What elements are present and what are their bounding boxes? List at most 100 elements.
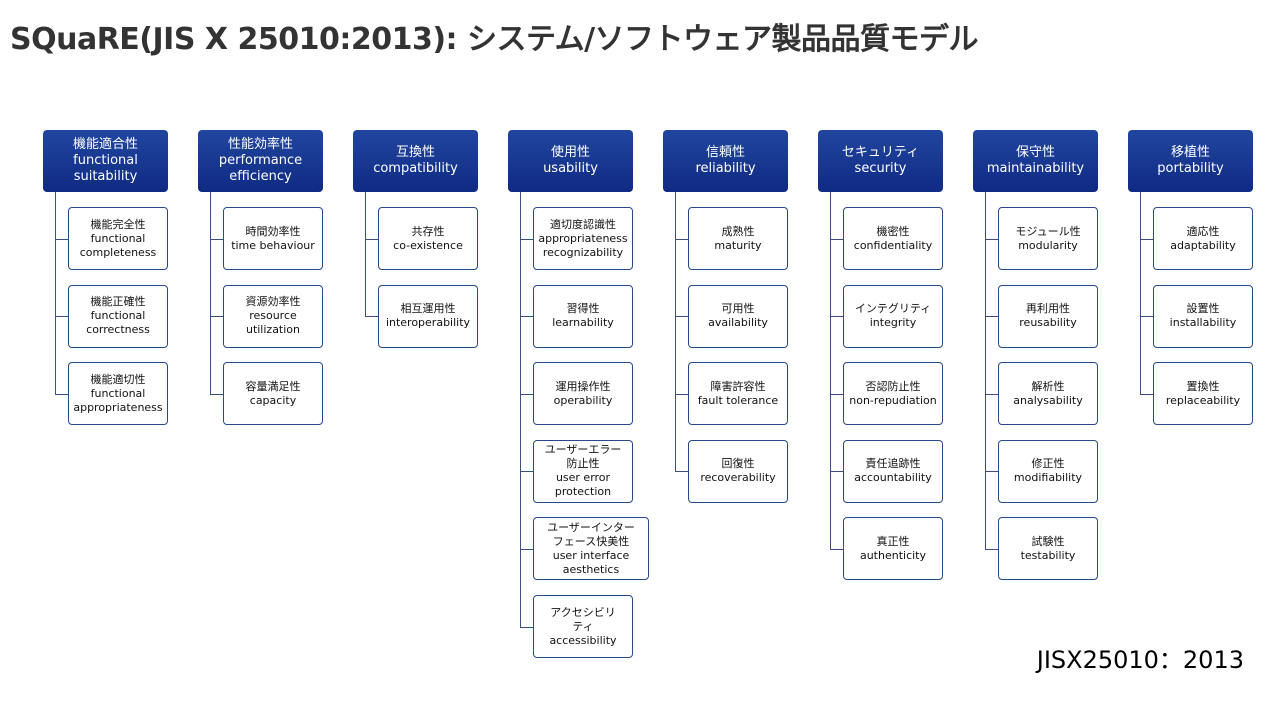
sub-characteristic-en: testability: [1020, 548, 1076, 562]
sub-characteristic-en: maturity: [714, 238, 762, 252]
sub-characteristic-ja: 可用性: [721, 302, 755, 316]
category-name-en: performance: [218, 153, 303, 168]
connector-branch: [830, 548, 843, 550]
sub-characteristic-en: completeness: [79, 245, 157, 259]
connector-branch: [210, 238, 223, 240]
connector-branch: [985, 238, 998, 240]
sub-characteristic-en: co-existence: [393, 238, 463, 252]
connector-branch: [55, 393, 68, 395]
category-name-ja: 機能適合性: [72, 137, 138, 152]
sub-characteristic-ja: 時間効率性: [245, 224, 301, 238]
sub-characteristic-en: functional: [90, 231, 146, 245]
sub-characteristic-en: capacity: [249, 393, 297, 407]
connector-branch: [520, 471, 533, 473]
connector-branch: [1140, 238, 1153, 240]
sub-characteristic-ja: 相互運用性: [400, 302, 456, 316]
sub-characteristic-en: protection: [554, 485, 612, 499]
sub-characteristic-ja: 資源効率性: [245, 295, 301, 309]
connector-branch: [520, 626, 533, 628]
connector-branch: [675, 238, 688, 240]
sub-characteristic-ja: 習得性: [566, 302, 600, 316]
connector-line: [985, 192, 986, 549]
sub-characteristic-en: availability: [708, 316, 768, 330]
connector-branch: [830, 316, 843, 318]
connector-line: [520, 192, 521, 627]
sub-characteristic-ja: インテグリティ: [854, 302, 932, 316]
connector-branch: [55, 316, 68, 318]
sub-characteristic-ja: 設置性: [1186, 302, 1220, 316]
sub-characteristic-ja: 置換性: [1186, 379, 1220, 393]
connector-line: [210, 192, 211, 394]
sub-characteristic-en: confidentiality: [853, 238, 933, 252]
category-name-en: maintainability: [986, 161, 1085, 176]
sub-characteristic-en: accessibility: [549, 633, 617, 647]
category-name-ja: セキュリティ: [841, 145, 920, 160]
connector-branch: [520, 238, 533, 240]
sub-characteristic-ja: アクセシビリ: [550, 605, 616, 619]
category-name-ja: 使用性: [550, 145, 590, 160]
sub-characteristic-en: recognizability: [542, 245, 624, 259]
category-name-ja: 互換性: [395, 145, 435, 160]
category-name-en: efficiency: [229, 169, 292, 184]
sub-characteristic-ja: 機密性: [876, 224, 910, 238]
connector-line: [365, 192, 366, 317]
sub-characteristic-en: modifiability: [1013, 471, 1083, 485]
connector-branch: [985, 548, 998, 550]
connector-branch: [985, 393, 998, 395]
sub-characteristic-en: fault tolerance: [697, 393, 779, 407]
sub-characteristic-en: non-repudiation: [849, 393, 937, 407]
connector-branch: [830, 471, 843, 473]
connector-branch: [830, 393, 843, 395]
sub-characteristic-en: analysability: [1013, 393, 1083, 407]
sub-characteristic-ja: 防止性: [566, 457, 600, 471]
sub-characteristic-en: functional: [90, 309, 146, 323]
sub-characteristic-ja: 回復性: [721, 457, 755, 471]
sub-characteristic-ja: フェース快美性: [552, 534, 630, 548]
connector-branch: [675, 316, 688, 318]
sub-characteristic-ja: 容量満足性: [245, 379, 301, 393]
connector-branch: [520, 548, 533, 550]
sub-characteristic-ja: 解析性: [1031, 379, 1065, 393]
category-name-ja: 性能効率性: [227, 137, 293, 152]
sub-characteristic-en: functional: [90, 386, 146, 400]
sub-characteristic-ja: ユーザーエラー: [544, 443, 622, 457]
connector-branch: [1140, 393, 1153, 395]
sub-characteristic-ja: 共存性: [411, 224, 445, 238]
sub-characteristic-ja: 真正性: [876, 534, 910, 548]
connector-branch: [365, 316, 378, 318]
sub-characteristic-ja: 適応性: [1186, 224, 1220, 238]
sub-characteristic-ja: 否認防止性: [865, 379, 921, 393]
connector-line: [1140, 192, 1141, 394]
sub-characteristic-ja: 修正性: [1031, 457, 1065, 471]
sub-characteristic-en: reusability: [1019, 316, 1077, 330]
category-name-ja: 保守性: [1015, 145, 1055, 160]
sub-characteristic-ja: 機能完全性: [90, 217, 146, 231]
category-name-en: portability: [1157, 161, 1224, 176]
sub-characteristic-en: aesthetics: [562, 562, 620, 576]
connector-branch: [520, 393, 533, 395]
category-name-ja: 信頼性: [705, 145, 745, 160]
sub-characteristic-ja: 再利用性: [1026, 302, 1070, 316]
connector-branch: [985, 316, 998, 318]
connector-branch: [210, 393, 223, 395]
connector-branch: [520, 316, 533, 318]
category-name-ja: 移植性: [1170, 145, 1210, 160]
category-name-en: reliability: [695, 161, 756, 176]
category-name-en: usability: [543, 161, 598, 176]
sub-characteristic-en: recoverability: [700, 471, 776, 485]
